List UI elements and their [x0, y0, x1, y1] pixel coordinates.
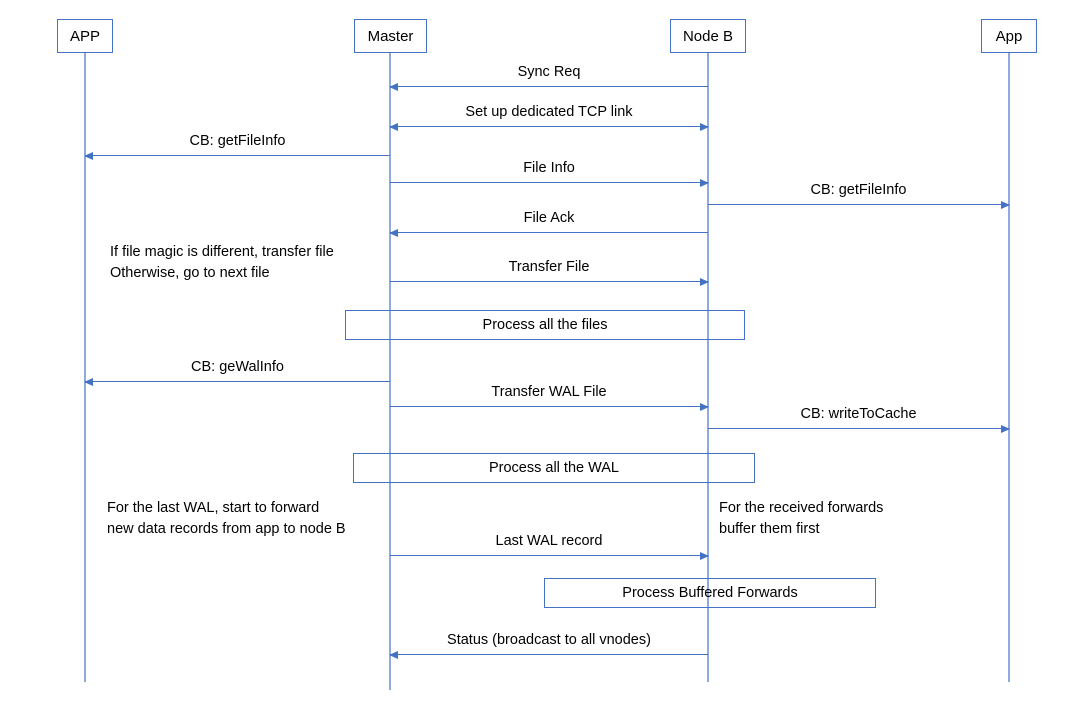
arrowhead-left-icon [389, 650, 398, 659]
lifeline-master [389, 53, 391, 690]
process-box-label: Process all the WAL [488, 459, 619, 476]
arrowhead-right-icon [1001, 424, 1010, 433]
arrowhead-left-icon [389, 122, 398, 131]
message-label: CB: geWalInfo [191, 359, 284, 376]
process-box-process-buffered-forwards[interactable]: Process Buffered Forwards [544, 578, 876, 608]
message-label: Status (broadcast to all vnodes) [447, 632, 651, 649]
lifeline-app-right [1008, 53, 1010, 682]
arrowhead-left-icon [389, 82, 398, 91]
note-buffer-forwards: For the received forwards buffer them fi… [719, 500, 884, 538]
lifeline-node-b [707, 53, 709, 682]
message-last-wal-record[interactable]: Last WAL record [390, 533, 709, 560]
lifeline-app-left [84, 53, 86, 682]
message-label: CB: getFileInfo [189, 133, 286, 150]
message-transfer-file[interactable]: Transfer File [390, 259, 709, 286]
message-transfer-wal-file[interactable]: Transfer WAL File [390, 384, 709, 411]
note-file-magic: If file magic is different, transfer fil… [110, 244, 334, 282]
note-last-wal-forward: For the last WAL, start to forward new d… [107, 500, 346, 538]
process-box-label: Process Buffered Forwards [622, 584, 798, 601]
participant-node-b[interactable]: Node B [670, 19, 746, 53]
message-label: Sync Req [517, 64, 581, 81]
arrowhead-left-icon [389, 228, 398, 237]
participant-app-left[interactable]: APP [57, 19, 113, 53]
message-cb-gewalinfo[interactable]: CB: geWalInfo [84, 359, 390, 386]
message-label: Last WAL record [495, 533, 603, 550]
message-file-info[interactable]: File Info [390, 160, 709, 187]
message-status-broadcast[interactable]: Status (broadcast to all vnodes) [389, 632, 708, 659]
arrowhead-right-icon [1001, 200, 1010, 209]
participant-master[interactable]: Master [354, 19, 427, 53]
arrowhead-right-icon [700, 178, 709, 187]
process-box-process-all-files[interactable]: Process all the files [345, 310, 745, 340]
process-box-label: Process all the files [482, 316, 608, 333]
message-sync-req[interactable]: Sync Req [389, 64, 708, 91]
message-cb-getfileinfo-left[interactable]: CB: getFileInfo [84, 133, 390, 160]
participant-label: Node B [682, 27, 734, 45]
message-label: CB: writeToCache [800, 406, 917, 423]
participant-label: App [995, 27, 1023, 45]
message-setup-tcp-link[interactable]: Set up dedicated TCP link [389, 104, 709, 131]
message-file-ack[interactable]: File Ack [389, 210, 708, 237]
arrowhead-left-icon [84, 377, 93, 386]
message-cb-getfileinfo-right[interactable]: CB: getFileInfo [708, 182, 1010, 209]
message-label: Transfer File [508, 259, 590, 276]
message-label: File Info [523, 160, 575, 177]
arrowhead-right-icon [700, 551, 709, 560]
arrowhead-right-icon [700, 402, 709, 411]
participant-label: APP [69, 27, 100, 45]
message-label: Transfer WAL File [491, 384, 607, 401]
participant-app-right[interactable]: App [981, 19, 1037, 53]
arrowhead-left-icon [84, 151, 93, 160]
participant-label: Master [367, 27, 414, 45]
process-box-process-all-wal[interactable]: Process all the WAL [353, 453, 755, 483]
message-label: CB: getFileInfo [810, 182, 907, 199]
message-label: Set up dedicated TCP link [465, 104, 633, 121]
message-cb-writetocache[interactable]: CB: writeToCache [708, 406, 1010, 433]
arrowhead-right-icon [700, 122, 709, 131]
arrowhead-right-icon [700, 277, 709, 286]
message-label: File Ack [523, 210, 575, 227]
